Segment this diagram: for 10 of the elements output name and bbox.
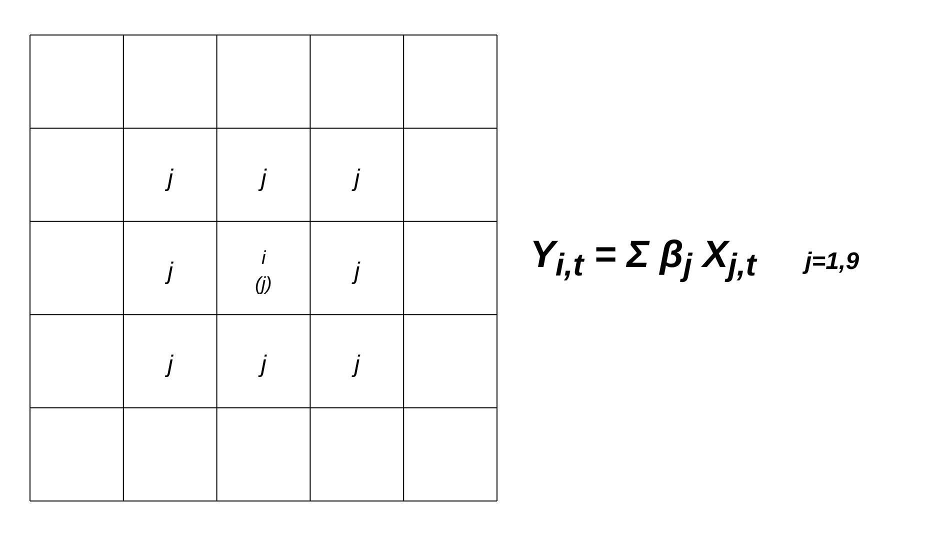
- formula-text: Y$_{i,t}$ = Σ β$_{j}$ X$_{j,t}$: [530, 236, 756, 282]
- cell-label: j: [354, 166, 360, 191]
- index-range-text: j=1,9: [805, 250, 860, 274]
- cell-label: j: [168, 353, 173, 378]
- cell-label: (j): [255, 274, 272, 294]
- cell-label: j: [354, 260, 360, 284]
- cell-label: i: [262, 248, 266, 268]
- cell-label: j: [354, 353, 360, 378]
- cell-label: j: [168, 166, 173, 191]
- cell-label: j: [168, 260, 173, 284]
